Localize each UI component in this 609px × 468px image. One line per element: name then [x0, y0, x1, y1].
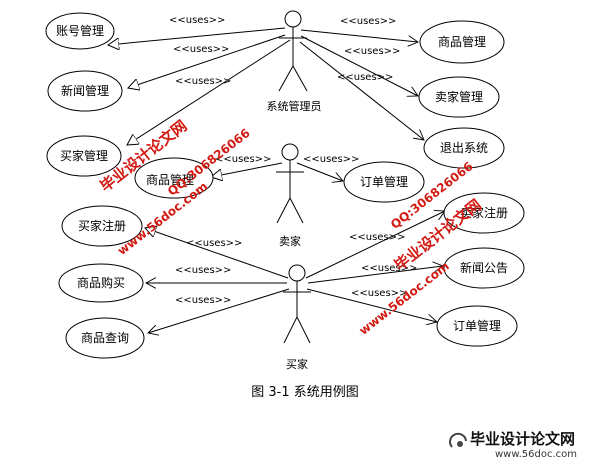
assoc-buyer-query: [148, 288, 290, 333]
use-case-goods-mgmt-admin: 商品管理: [419, 20, 505, 64]
uses-label: <<uses>>: [175, 76, 231, 87]
use-case-label: 买家注册: [78, 218, 126, 233]
use-case-buyer-register: 买家注册: [61, 205, 143, 247]
uses-label: <<uses>>: [173, 44, 229, 55]
use-case-label: 商品管理: [438, 34, 486, 49]
use-case-label: 订单管理: [453, 318, 501, 333]
use-case-goods-query: 商品查询: [65, 317, 145, 359]
use-case-label: 新闻管理: [61, 83, 109, 98]
uses-label: <<uses>>: [186, 238, 242, 249]
uses-label: <<uses>>: [215, 154, 271, 165]
use-case-news-notice: 新闻公告: [443, 247, 525, 289]
stick-figure-icon: [276, 143, 304, 224]
use-case-order-mgmt-seller: 订单管理: [343, 161, 425, 203]
use-case-exit-system: 退出系统: [423, 127, 505, 169]
seller-associations: [211, 162, 343, 181]
use-case-goods-buy: 商品购买: [58, 263, 144, 303]
use-case-label: 订单管理: [360, 174, 408, 189]
footer-brand-name: 毕业设计论文网: [470, 430, 575, 448]
assoc-admin-buyer-mgmt: [127, 39, 291, 145]
actor-admin: 系统管理员: [267, 10, 322, 113]
use-case-label: 卖家注册: [460, 205, 508, 220]
actor-label: 卖家: [279, 234, 301, 248]
actor-label: 买家: [286, 357, 308, 371]
use-case-buyer-mgmt: 买家管理: [46, 135, 122, 177]
assoc-seller-goods: [211, 162, 283, 177]
footer-brand: 毕业设计论文网 www.56doc.com: [449, 430, 577, 460]
use-case-news-mgmt: 新闻管理: [47, 70, 123, 112]
use-case-label: 商品管理: [146, 172, 194, 187]
uses-label: <<uses>>: [351, 288, 407, 299]
use-case-label: 账号管理: [56, 23, 104, 38]
uses-label: <<uses>>: [175, 295, 231, 306]
uses-label: <<uses>>: [175, 265, 231, 276]
admin-associations: [108, 27, 424, 145]
uses-label: <<uses>>: [340, 16, 396, 27]
assoc-seller-order: [296, 162, 343, 181]
uses-label: <<uses>>: [337, 72, 393, 83]
uses-labels: <<uses>> <<uses>> <<uses>> <<uses>> <<us…: [169, 15, 417, 306]
assoc-admin-exit: [299, 41, 424, 140]
figure-caption: 图 3-1 系统用例图: [251, 385, 359, 400]
stick-figure-icon: [283, 264, 311, 344]
assoc-buyer-news-notice: [307, 266, 443, 284]
use-case-label: 商品查询: [81, 330, 129, 345]
use-cases: 账号管理 新闻管理 买家管理 商品管理 卖家管理 退出系统 商品管理 订单管理: [45, 12, 525, 359]
assoc-admin-goods: [300, 29, 418, 42]
use-case-label: 新闻公告: [460, 260, 508, 275]
stick-figure-icon: [278, 10, 308, 92]
assoc-admin-news: [128, 34, 286, 88]
uses-label: <<uses>>: [344, 46, 400, 57]
assoc-admin-account: [108, 27, 286, 45]
uses-label: <<uses>>: [361, 263, 417, 274]
uses-label: <<uses>>: [303, 154, 359, 165]
use-case-label: 商品购买: [77, 275, 125, 290]
brand-logo-icon: [449, 432, 467, 448]
use-case-account-mgmt: 账号管理: [45, 12, 115, 50]
use-case-label: 卖家管理: [435, 89, 483, 104]
assoc-buyer-order: [306, 288, 437, 322]
actor-label: 系统管理员: [267, 99, 322, 113]
use-case-label: 退出系统: [440, 141, 488, 155]
use-case-label: 买家管理: [60, 148, 108, 163]
uses-label: <<uses>>: [349, 232, 405, 243]
uses-label: <<uses>>: [169, 15, 225, 26]
actor-seller: 卖家: [276, 143, 304, 248]
assoc-buyer-register: [145, 228, 289, 279]
assoc-admin-seller-mgmt: [300, 35, 418, 96]
use-case-goods-mgmt-seller: 商品管理: [134, 157, 214, 199]
buyer-associations: [145, 211, 445, 333]
footer-url: www.56doc.com: [495, 449, 577, 460]
use-case-seller-mgmt: 卖家管理: [418, 76, 500, 118]
actor-buyer: 买家: [283, 264, 311, 371]
use-case-order-mgmt-buyer: 订单管理: [436, 305, 518, 347]
use-case-seller-register: 卖家注册: [443, 192, 525, 234]
assoc-buyer-seller-register: [305, 211, 445, 279]
